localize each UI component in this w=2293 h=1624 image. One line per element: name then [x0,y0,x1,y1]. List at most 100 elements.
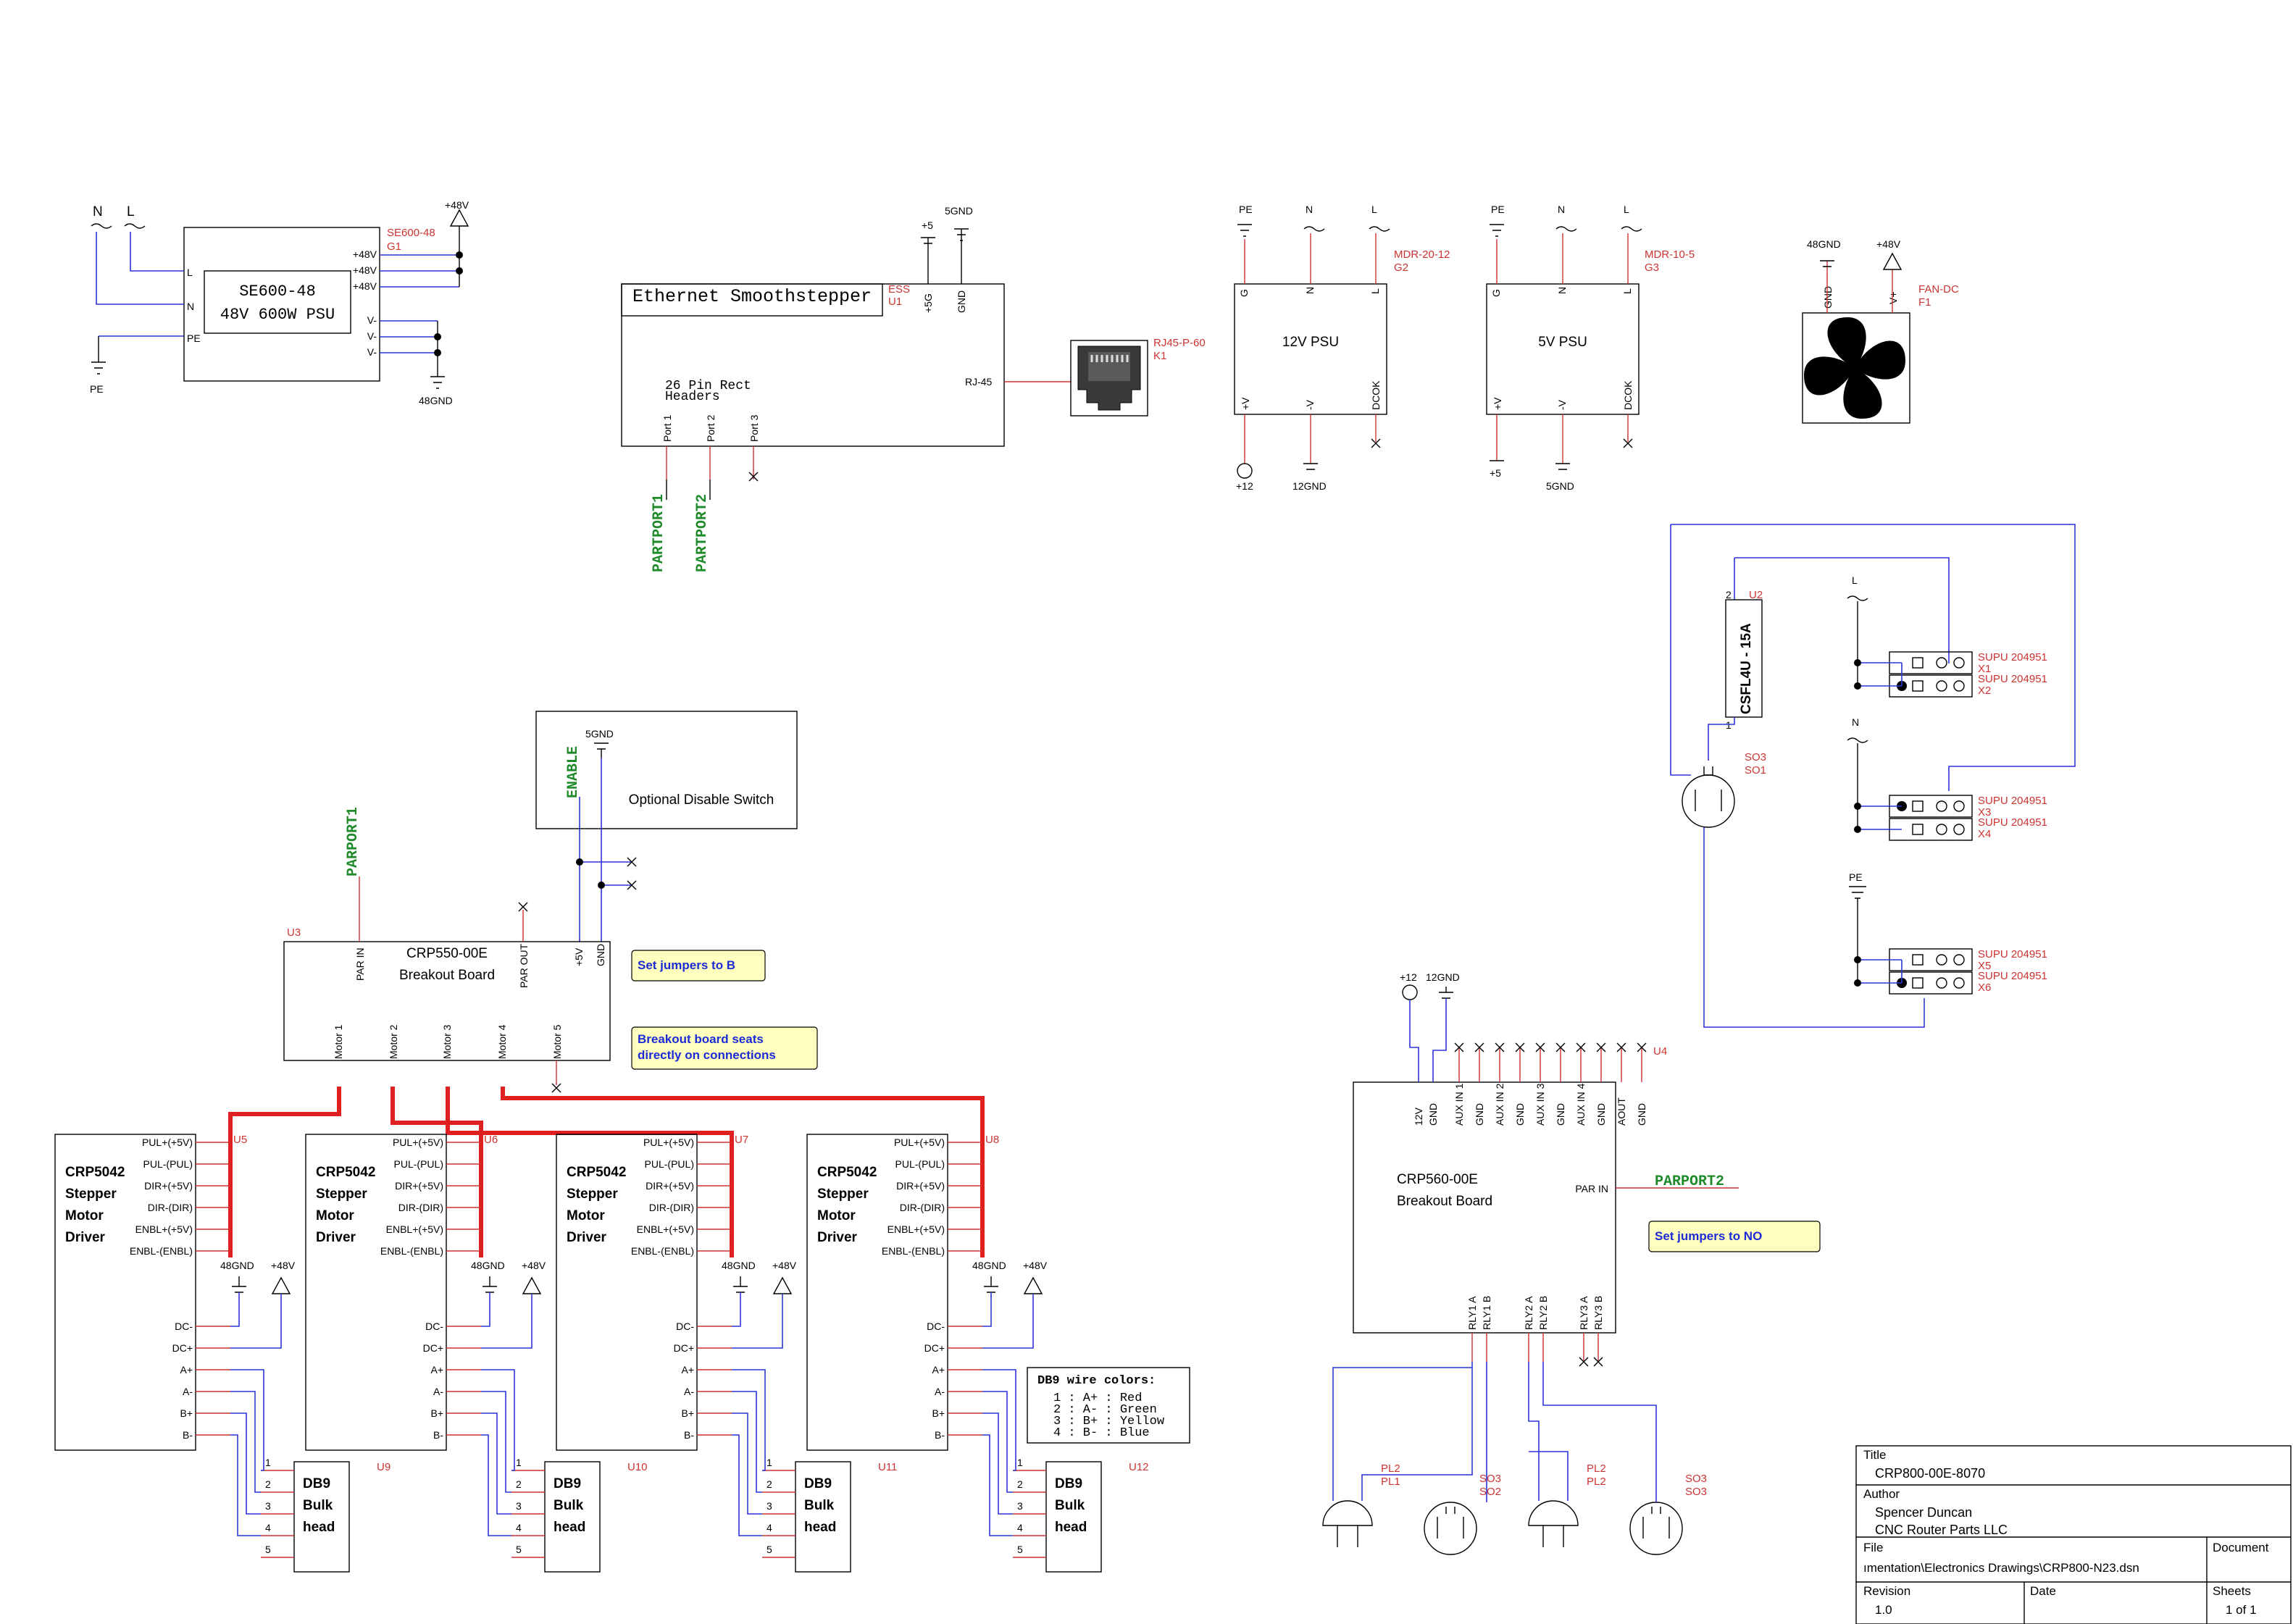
bob560-pin-top-8: AUX IN 4 [1575,1083,1587,1126]
driver-4-name-3: Driver [817,1230,858,1245]
psu-48-ref: SE600-48 [387,227,435,239]
driver-4-name-0: CRP5042 [817,1165,877,1180]
so-main-ref2: SO1 [1745,764,1766,777]
driver-3-name-2: Motor [567,1208,605,1223]
driver-4-pin-5: ENBL-(ENBL) [882,1245,945,1257]
psu-48-sym-l: L [127,204,135,219]
psu5-sym-5gnd: 5GND [1546,480,1574,492]
driver-3-pin-b4: B+ [681,1407,694,1419]
ess-headers-1: 26 Pin Rect [665,379,751,393]
driver-3-pin-0: PUL+(+5V) [643,1137,694,1148]
driver-1-pin-3: DIR-(DIR) [148,1202,193,1213]
driver-3-pin-4: ENBL+(+5V) [637,1223,694,1235]
driver-3-name-3: Driver [567,1230,607,1245]
psu5-pin-mv: -V [1556,399,1568,410]
driver-2-sym-48gnd: 48GND [471,1260,505,1271]
db9-4-ref: U12 [1129,1461,1149,1473]
db9-3-pin-0: 1 [767,1457,772,1468]
bob560-pin-bot-5: RLY3 B [1592,1296,1604,1330]
psu-48-pin-vb: V- [367,330,377,342]
psu-48-pin-vc: V- [367,346,377,358]
supu-x2-name: SUPU 204951 [1978,673,2047,685]
so-main-ref: SO3 [1745,751,1766,763]
psu12-sym-12: +12 [1236,480,1253,492]
note-board-seats: Breakout board seats directly on connect… [631,1026,818,1070]
bob560-name: CRP560-00E [1397,1172,1478,1187]
driver-1-ref: U5 [233,1134,247,1146]
driver-3-name-1: Stepper [567,1186,618,1202]
db9-2-name-0: DB9 [554,1476,581,1491]
driver-3-name-0: CRP5042 [567,1165,626,1180]
motor-connections [228,1087,985,1257]
db9-2-pin-3: 4 [516,1522,522,1533]
psu5-pin-dcok: DCOK [1622,380,1634,410]
db9-3-name-2: head [804,1520,836,1535]
fan-sym-48v: +48V [1876,238,1901,250]
bob550-motor4: Motor 4 [496,1024,508,1059]
switch-label: Optional Disable Switch [629,792,774,808]
driver-2-pin-b2: A+ [430,1364,443,1376]
stepper-drivers: CRP5042StepperMotorDriverU5PUL+(+5V)PUL-… [54,1134,1149,1573]
bob550-pin-gnd: GND [595,944,606,966]
psu12-pin-dcok: DCOK [1370,380,1382,410]
psu-48-sym-pe: PE [90,383,104,395]
psu5-pin-n: N [1556,287,1568,294]
psu-48-pin-pe: PE [187,332,201,344]
db9-1-pin-2: 3 [265,1500,271,1512]
bob560-pin-bot-1: RLY1 B [1481,1296,1492,1330]
ess-port2: Port 2 [705,414,717,442]
driver-4-pin-b4: B+ [932,1407,945,1419]
stepper-driver-3: CRP5042StepperMotorDriverU7PUL+(+5V)PUL-… [556,1134,797,1451]
stepper-driver-4: CRP5042StepperMotorDriverU8PUL+(+5V)PUL-… [806,1134,1048,1451]
driver-2-pin-b1: DC+ [423,1342,443,1354]
driver-4-pin-b5: B- [935,1429,945,1441]
driver-1-pin-4: ENBL+(+5V) [135,1223,193,1235]
title-block: Title CRP800-00E-8070 Author Spencer Dun… [1855,1445,2292,1624]
psu12-sym-pe: PE [1239,204,1253,215]
db9-3-pin-1: 2 [767,1478,772,1490]
db9-1-name-1: Bulk [303,1498,333,1513]
bob560-pin-bot-3: RLY2 B [1537,1296,1549,1330]
psu5-sym-l: L [1624,204,1629,215]
supu-x3-name: SUPU 204951 [1978,795,2047,807]
driver-2-pin-4: ENBL+(+5V) [386,1223,443,1235]
fan-ref2: F1 [1918,296,1931,309]
rj45-ref2: K1 [1153,350,1166,362]
bob550-net-parport1: PARPORT1 [345,807,362,876]
db9-color-legend: DB9 wire colors: 1 : A+ : Red 2 : A- : G… [1027,1367,1190,1444]
tb-author2: CNC Router Parts LLC [1875,1523,2008,1537]
db9-4-name-0: DB9 [1055,1476,1082,1491]
db9-colors-title: DB9 wire colors: [1037,1374,1156,1388]
driver-4-pin-b1: DC+ [924,1342,945,1354]
driver-4-pin-b0: DC- [927,1320,945,1332]
psu12-pin-n: N [1304,287,1316,294]
driver-4-pin-b3: A- [935,1386,945,1397]
fan-pin-gnd: GND [1822,286,1834,309]
driver-4-pin-0: PUL+(+5V) [894,1137,945,1148]
bob560-pin-top-4: AUX IN 2 [1494,1083,1505,1126]
switch-sym-5gnd: 5GND [585,728,614,740]
ess-ref2: U1 [888,296,902,308]
driver-1-sym-48v: +48V [271,1260,296,1271]
bob560-sub: Breakout Board [1397,1194,1492,1209]
relay-2-so-b: SO3 [1685,1486,1707,1498]
psu-48-pin-48b: +48V [353,264,377,276]
bob550-motor1: Motor 1 [333,1024,344,1059]
fan-sym-48gnd: 48GND [1807,238,1841,250]
db9-3-ref: U11 [878,1461,897,1473]
switch-net-enable: ENABLE [565,746,582,798]
driver-2-pin-5: ENBL-(ENBL) [380,1245,443,1257]
relay-2-pl-a: PL2 [1587,1462,1606,1475]
psu5-pin-l: L [1621,288,1633,294]
driver-3-pin-3: DIR-(DIR) [649,1202,694,1213]
driver-4-pin-4: ENBL+(+5V) [887,1223,945,1235]
bob560-pin-bot-2: RLY2 A [1523,1296,1534,1330]
db9-1-pin-4: 5 [265,1544,271,1555]
psu-48-sym-n: N [93,204,103,219]
bob550-motor2: Motor 2 [388,1024,399,1059]
driver-1-name-0: CRP5042 [65,1165,125,1180]
db9-colors-row2: 2 : A- : Green [1053,1403,1157,1417]
